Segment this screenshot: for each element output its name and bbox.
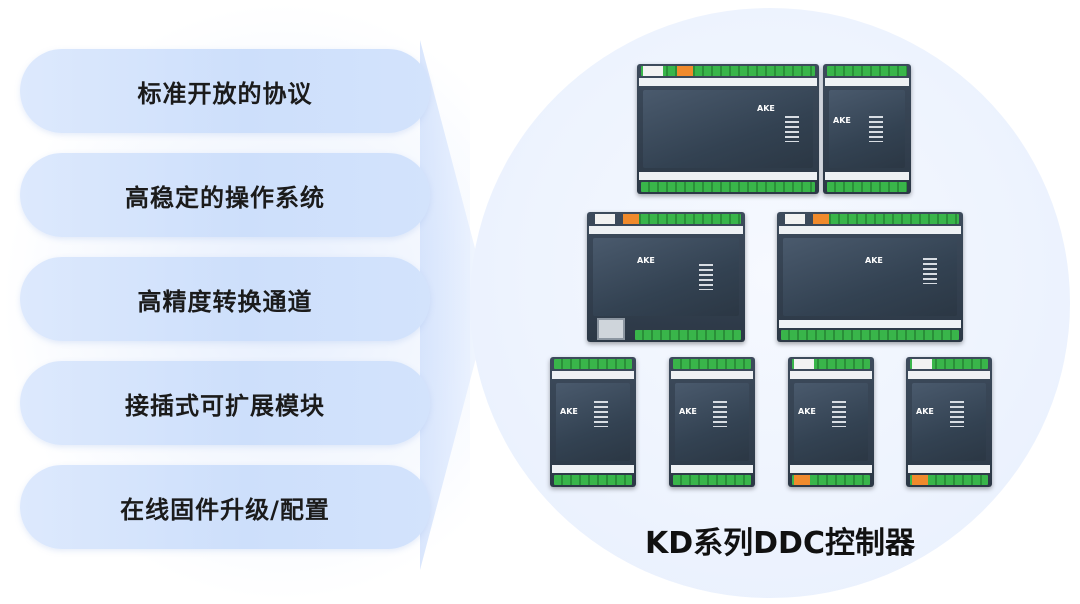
feature-pill-os: 高稳定的操作系统 bbox=[20, 153, 430, 237]
brand-logo: AKE bbox=[560, 407, 578, 416]
ethernet-port bbox=[597, 318, 625, 340]
io-module: AKE bbox=[788, 357, 874, 487]
controller-module: AKE bbox=[587, 212, 745, 342]
brand-logo: AKE bbox=[679, 407, 697, 416]
feature-label: 接插式可扩展模块 bbox=[125, 391, 325, 420]
brand-logo: AKE bbox=[798, 407, 816, 416]
io-module: AKE bbox=[669, 357, 755, 487]
brand-logo: AKE bbox=[757, 104, 775, 113]
brand-logo: AKE bbox=[833, 116, 851, 125]
expansion-module: AKE bbox=[777, 212, 963, 342]
brand-logo: AKE bbox=[916, 407, 934, 416]
feature-label: 标准开放的协议 bbox=[137, 79, 313, 108]
io-module: AKE bbox=[550, 357, 636, 487]
feature-label: 高稳定的操作系统 bbox=[125, 183, 325, 212]
feature-pill-protocol: 标准开放的协议 bbox=[20, 49, 430, 133]
controller-module: AKE bbox=[637, 64, 819, 194]
feature-pill-firmware: 在线固件升级/配置 bbox=[20, 465, 430, 549]
brand-logo: AKE bbox=[865, 256, 883, 265]
brand-logo: AKE bbox=[637, 256, 655, 265]
product-caption: KD系列DDC控制器 bbox=[645, 526, 915, 561]
io-module: AKE bbox=[906, 357, 992, 487]
feature-label: 在线固件升级/配置 bbox=[120, 495, 330, 524]
feature-pill-modules: 接插式可扩展模块 bbox=[20, 361, 430, 445]
feature-label: 高精度转换通道 bbox=[137, 287, 313, 316]
expansion-module: AKE bbox=[823, 64, 911, 194]
feature-pill-channels: 高精度转换通道 bbox=[20, 257, 430, 341]
